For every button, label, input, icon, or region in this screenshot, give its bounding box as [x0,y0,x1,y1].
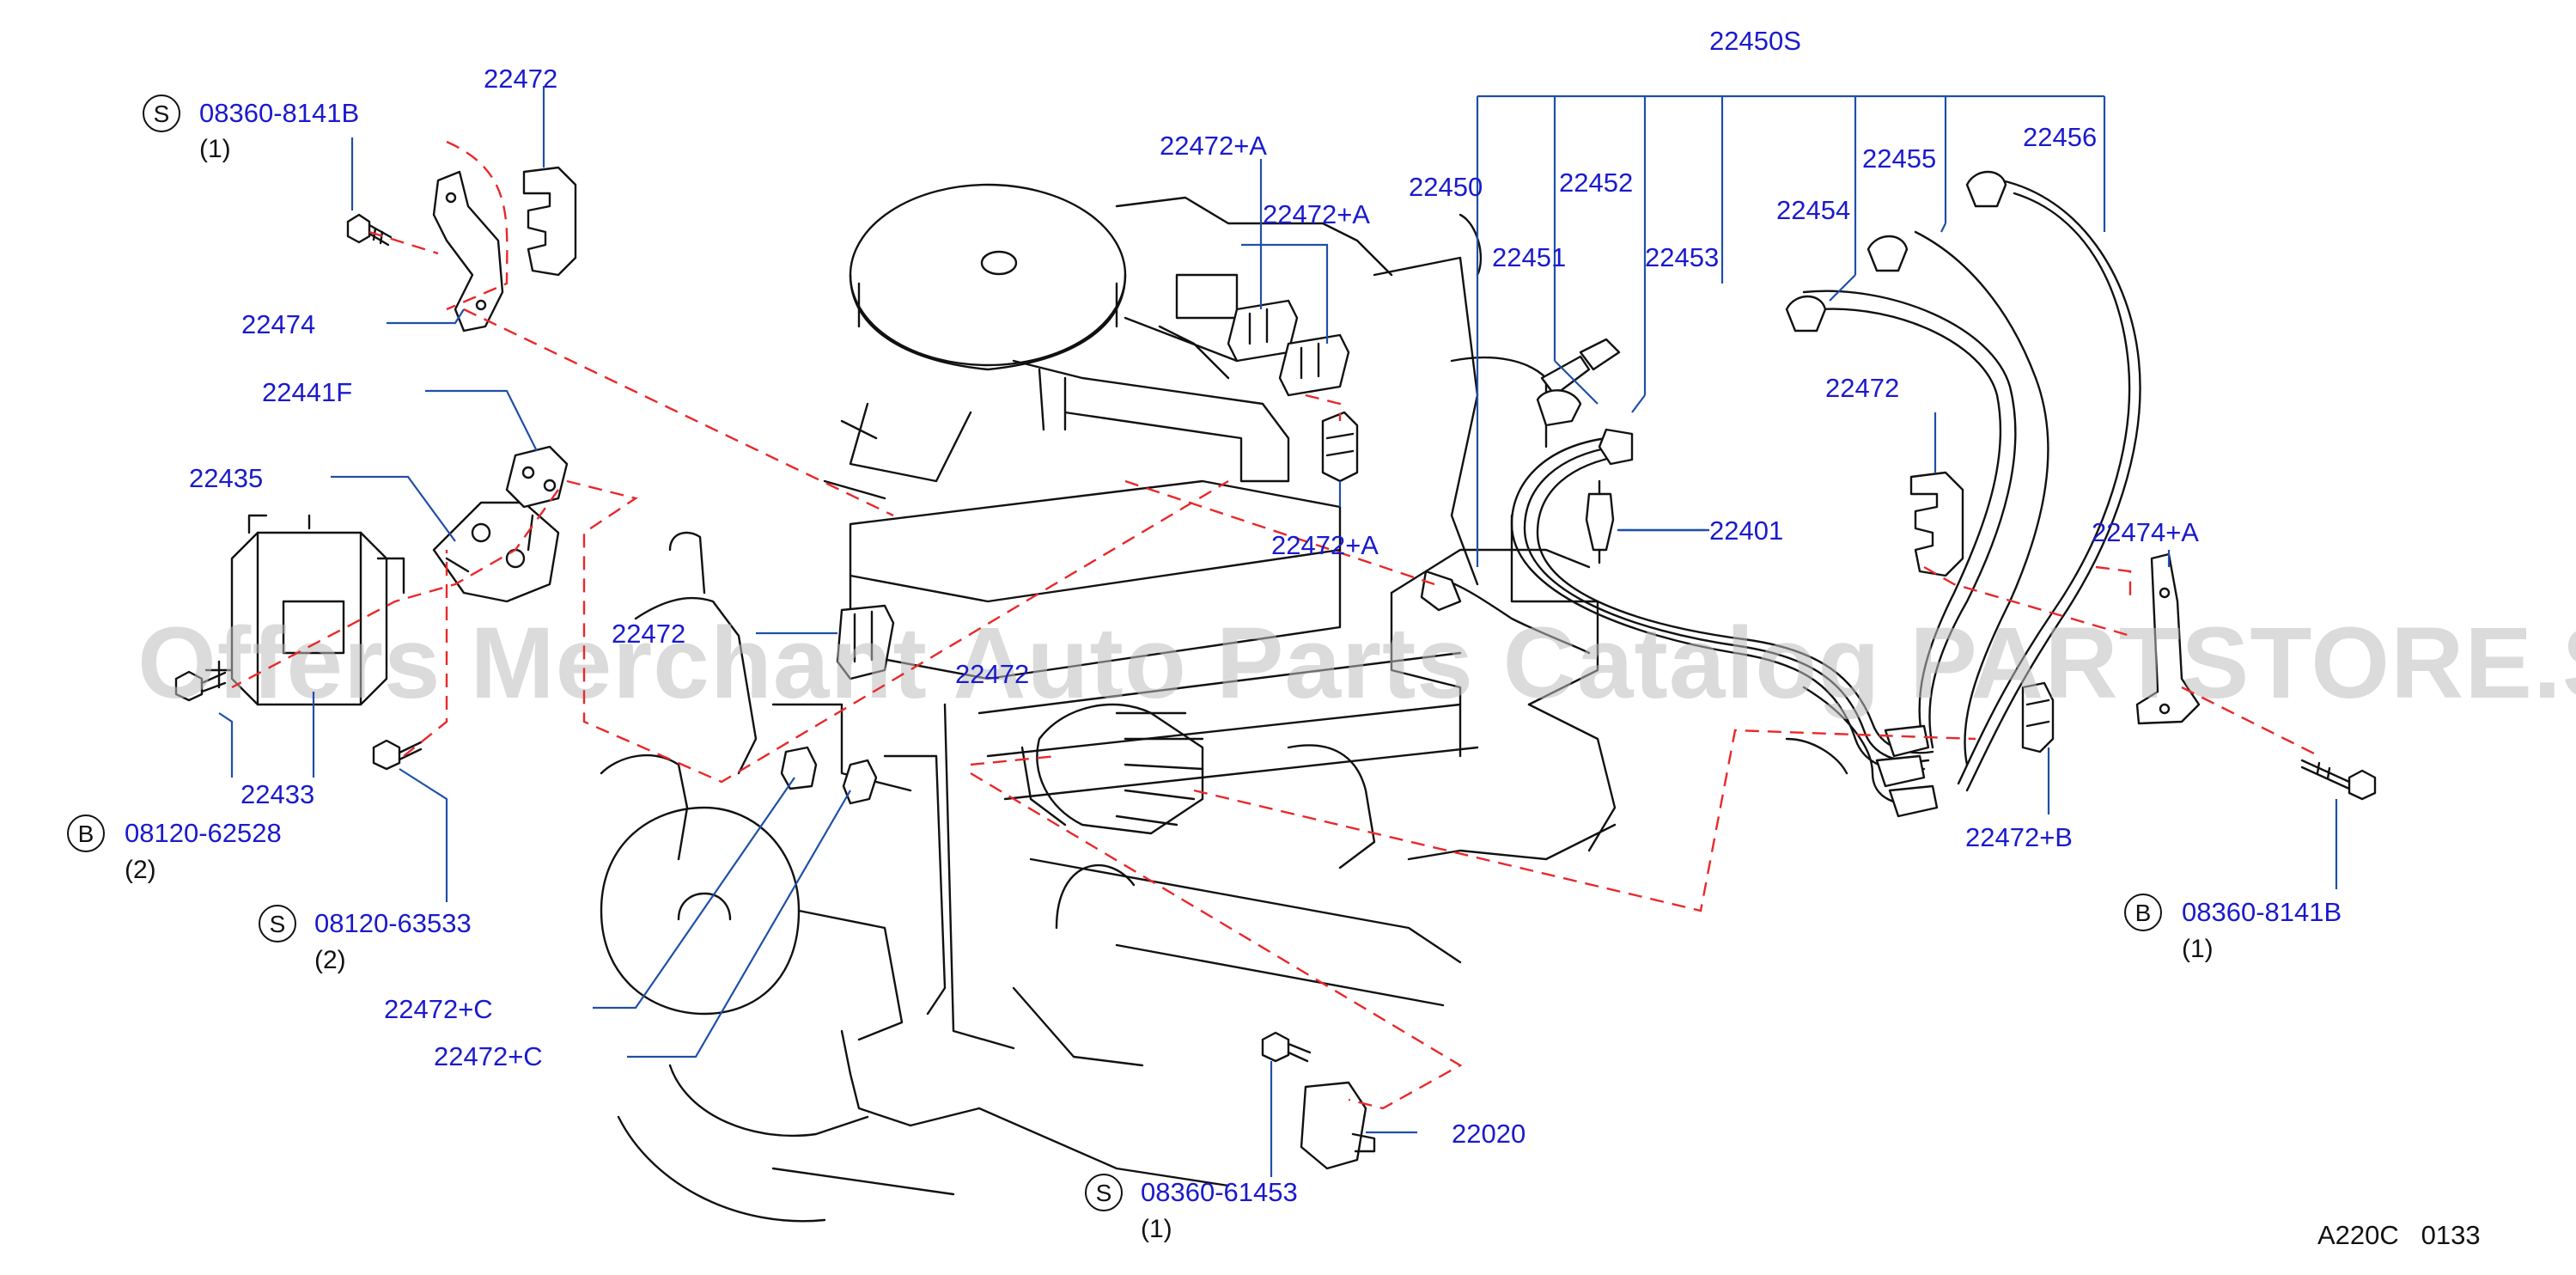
part-label-22474[interactable]: 22474 [241,309,315,339]
fastener-08360-8141b-right[interactable]: B 08360-8141B (1) [2124,894,2342,963]
fastener-number[interactable]: 08360-8141B [2182,897,2342,927]
fastener-badge-letter: S [270,911,286,937]
part-label-22020[interactable]: 22020 [1452,1119,1526,1149]
leader-lines [218,86,2338,1177]
engine-illustration [174,166,2377,1223]
fastener-badge-letter: S [154,101,170,127]
fastener-number[interactable]: 08360-61453 [1141,1177,1298,1207]
part-label-22472a-2[interactable]: 22472+A [1263,199,1370,229]
fastener-number[interactable]: 08120-62528 [125,818,282,848]
part-label-22472-mid[interactable]: 22472 [612,619,685,649]
part-label-22450[interactable]: 22450 [1409,172,1483,202]
part-label-22433[interactable]: 22433 [241,779,314,809]
part-label-22450s[interactable]: 22450S [1709,26,1801,56]
part-label-22452[interactable]: 22452 [1559,168,1633,198]
part-label-22401[interactable]: 22401 [1709,515,1783,546]
part-labels: 22450S 22450 22451 22452 22453 22454 224… [189,26,2199,1149]
fastener-08120-63533[interactable]: S 08120-63533 (2) [259,905,472,974]
fastener-qty: (1) [199,135,231,163]
part-label-22472-right[interactable]: 22472 [1825,373,1899,403]
part-label-22454[interactable]: 22454 [1776,195,1850,225]
assembly-lines [231,140,2320,1110]
part-label-22472-mid2[interactable]: 22472 [955,659,1029,689]
fastener-number[interactable]: 08120-63533 [314,908,472,938]
part-label-22472c-2[interactable]: 22472+C [434,1041,543,1071]
fastener-badge-letter: S [1096,1180,1112,1206]
fastener-08360-61453[interactable]: S 08360-61453 (1) [1085,1174,1298,1243]
part-label-22472c-1[interactable]: 22472+C [384,994,493,1024]
fastener-badge [67,814,105,852]
part-label-22474a[interactable]: 22474+A [2092,517,2199,547]
fastener-qty: (1) [1141,1215,1172,1243]
part-label-22453[interactable]: 22453 [1645,242,1719,272]
fastener-08120-62528[interactable]: B 08120-62528 (2) [67,814,282,884]
fastener-badge [259,905,296,943]
fastener-badge-letter: B [78,821,94,847]
fastener-badge [2124,894,2162,931]
fastener-qty: (2) [314,946,346,974]
fastener-badge [143,95,180,132]
part-label-22455[interactable]: 22455 [1862,143,1936,174]
fastener-number[interactable]: 08360-8141B [199,98,359,128]
watermark: Offers Merchant Auto Parts Catalog PARTS… [137,607,2576,720]
part-label-22451[interactable]: 22451 [1492,242,1566,272]
part-label-22441f[interactable]: 22441F [262,377,352,407]
part-label-22472a-3[interactable]: 22472+A [1271,530,1379,560]
part-label-22472b[interactable]: 22472+B [1965,822,2073,852]
fastener-badge-letter: B [2135,900,2152,926]
part-label-22472a-1[interactable]: 22472+A [1160,131,1267,161]
diagram-code: A220C 0133 [2317,1220,2481,1250]
fastener-08360-8141b-top[interactable]: S 08360-8141B (1) [143,95,359,163]
fastener-qty: (1) [2182,935,2214,963]
fastener-callouts: S 08360-8141B (1) B 08120-62528 (2) S 08… [67,95,2342,1243]
fastener-qty: (2) [125,856,156,884]
part-label-22472-top[interactable]: 22472 [484,64,557,94]
part-label-22435[interactable]: 22435 [189,463,263,493]
part-label-22456[interactable]: 22456 [2023,122,2097,152]
fastener-badge [1085,1174,1123,1211]
